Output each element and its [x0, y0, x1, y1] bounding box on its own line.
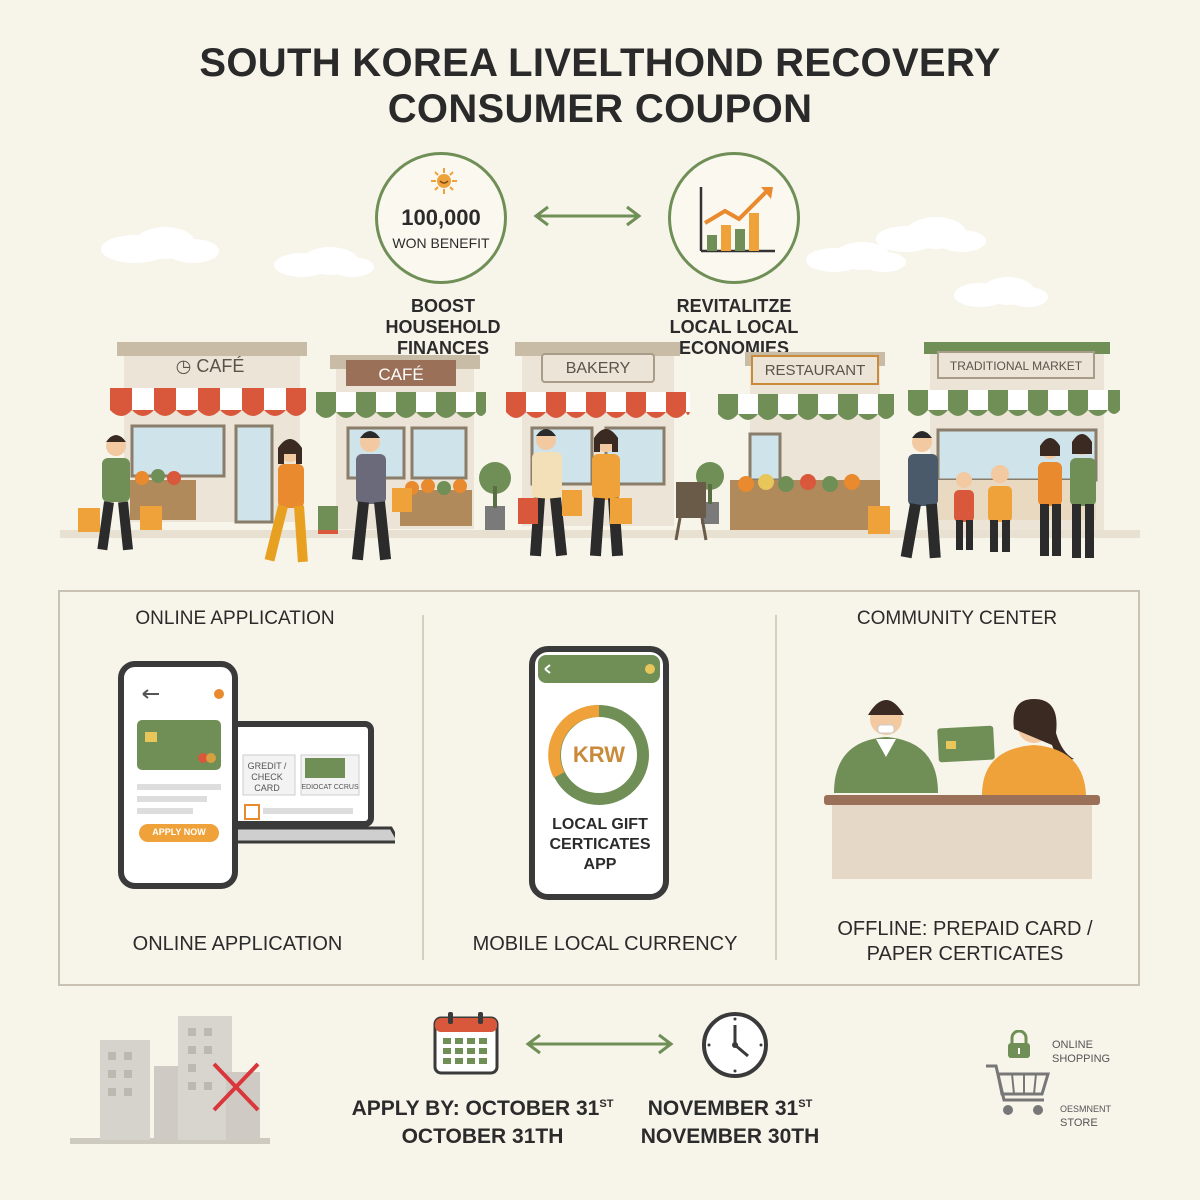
- mobile-footer: MOBILE LOCAL CURRENCY: [472, 933, 738, 955]
- sun-icon: [431, 168, 457, 194]
- divider: [775, 615, 777, 960]
- person-icon: [868, 431, 941, 559]
- online-footer: ONLINE APPLICATION: [132, 933, 343, 955]
- usage-deadline: NOVEMBER 31ST NOVEMBER 30TH: [640, 1097, 820, 1148]
- shop-restaurant: [718, 352, 894, 530]
- growth-chart-icon: [699, 187, 775, 253]
- growth-circle: [668, 152, 800, 284]
- title-line-1: SOUTH KOREA LIVELTHOND RECOVERY: [199, 41, 1001, 85]
- cloud-icon: [274, 247, 374, 277]
- apply-deadline: APPLY BY: OCTOBER 31ST OCTOBER 31TH: [351, 1097, 614, 1148]
- offline-header: COMMUNITY CENTER: [856, 608, 1058, 629]
- page-title: SOUTH KOREA LIVELTHOND RECOVERY CONSUMER…: [0, 40, 1200, 132]
- plant-icon: [479, 462, 511, 530]
- cloud-icon: [876, 217, 986, 252]
- restricted-building-illustration: [70, 1016, 270, 1144]
- cloud-icon: [101, 227, 219, 263]
- lock-icon: [1008, 1030, 1030, 1058]
- online-shopping-label: ONLINE SHOPPING: [1052, 1039, 1111, 1065]
- clock-icon: ◷: [175, 356, 197, 376]
- person-icon: [954, 472, 974, 550]
- street-scene: [60, 342, 1140, 563]
- person-icon: [1038, 438, 1062, 556]
- shop-cafe-1: [110, 342, 307, 524]
- currency-label: KRW: [572, 742, 626, 767]
- shop-sign-restaurant: RESTAURANT: [764, 362, 866, 379]
- menu-board-icon: [674, 482, 708, 541]
- shopping-cart-icon: [986, 1064, 1051, 1115]
- department-store-label: OESMNENT STORE: [1060, 1104, 1112, 1129]
- person-icon: [518, 429, 568, 557]
- title-line-2: CONSUMER COUPON: [387, 87, 813, 131]
- online-header: ONLINE APPLICATION: [135, 608, 335, 629]
- offline-footer: OFFLINE: PREPAID CARD / PAPER CERTICATES: [837, 918, 1093, 965]
- person-icon: [78, 435, 162, 551]
- application-methods-panel: [58, 590, 1140, 986]
- mobile-app-illustration: [529, 646, 669, 900]
- benefit-label: WON BENEFIT: [392, 235, 490, 251]
- cloud-icon: [954, 277, 1048, 307]
- community-center-illustration: [824, 699, 1100, 879]
- double-arrow-icon: [525, 1033, 674, 1055]
- close-icon: [212, 1062, 260, 1112]
- benefit-amount: 100,000: [401, 205, 481, 230]
- person-icon: [988, 465, 1012, 552]
- cloud-icon: [806, 242, 906, 272]
- online-devices-illustration: [118, 661, 395, 889]
- card-label: GREDIT / CHECK CARD: [247, 761, 287, 793]
- benefit-circle: 100,000 WON BENEFIT: [375, 152, 507, 284]
- person-icon: [1070, 434, 1096, 558]
- shop-sign-cafe-2: CAFÉ: [378, 365, 424, 384]
- apply-now-button[interactable]: APPLY NOW: [152, 827, 206, 837]
- app-label: LOCAL GIFT CERTICATES APP: [549, 816, 651, 873]
- divider: [422, 615, 424, 960]
- goal-household: BOOST HOUSEHOLD FINANCES: [385, 296, 501, 358]
- laptop-label: EDIOCAT CCRUS: [301, 784, 359, 791]
- double-arrow-icon: [533, 205, 642, 227]
- shop-sign-traditional-market: TRADITIONAL MARKET: [949, 359, 1083, 373]
- shop-sign-cafe-1: ◷ CAFÉ: [175, 356, 245, 376]
- clock-icon: [702, 1012, 768, 1078]
- person-icon: [318, 431, 412, 561]
- person-icon: [562, 429, 632, 557]
- shop-sign-bakery: BAKERY: [565, 360, 631, 377]
- calendar-icon: [433, 1012, 499, 1075]
